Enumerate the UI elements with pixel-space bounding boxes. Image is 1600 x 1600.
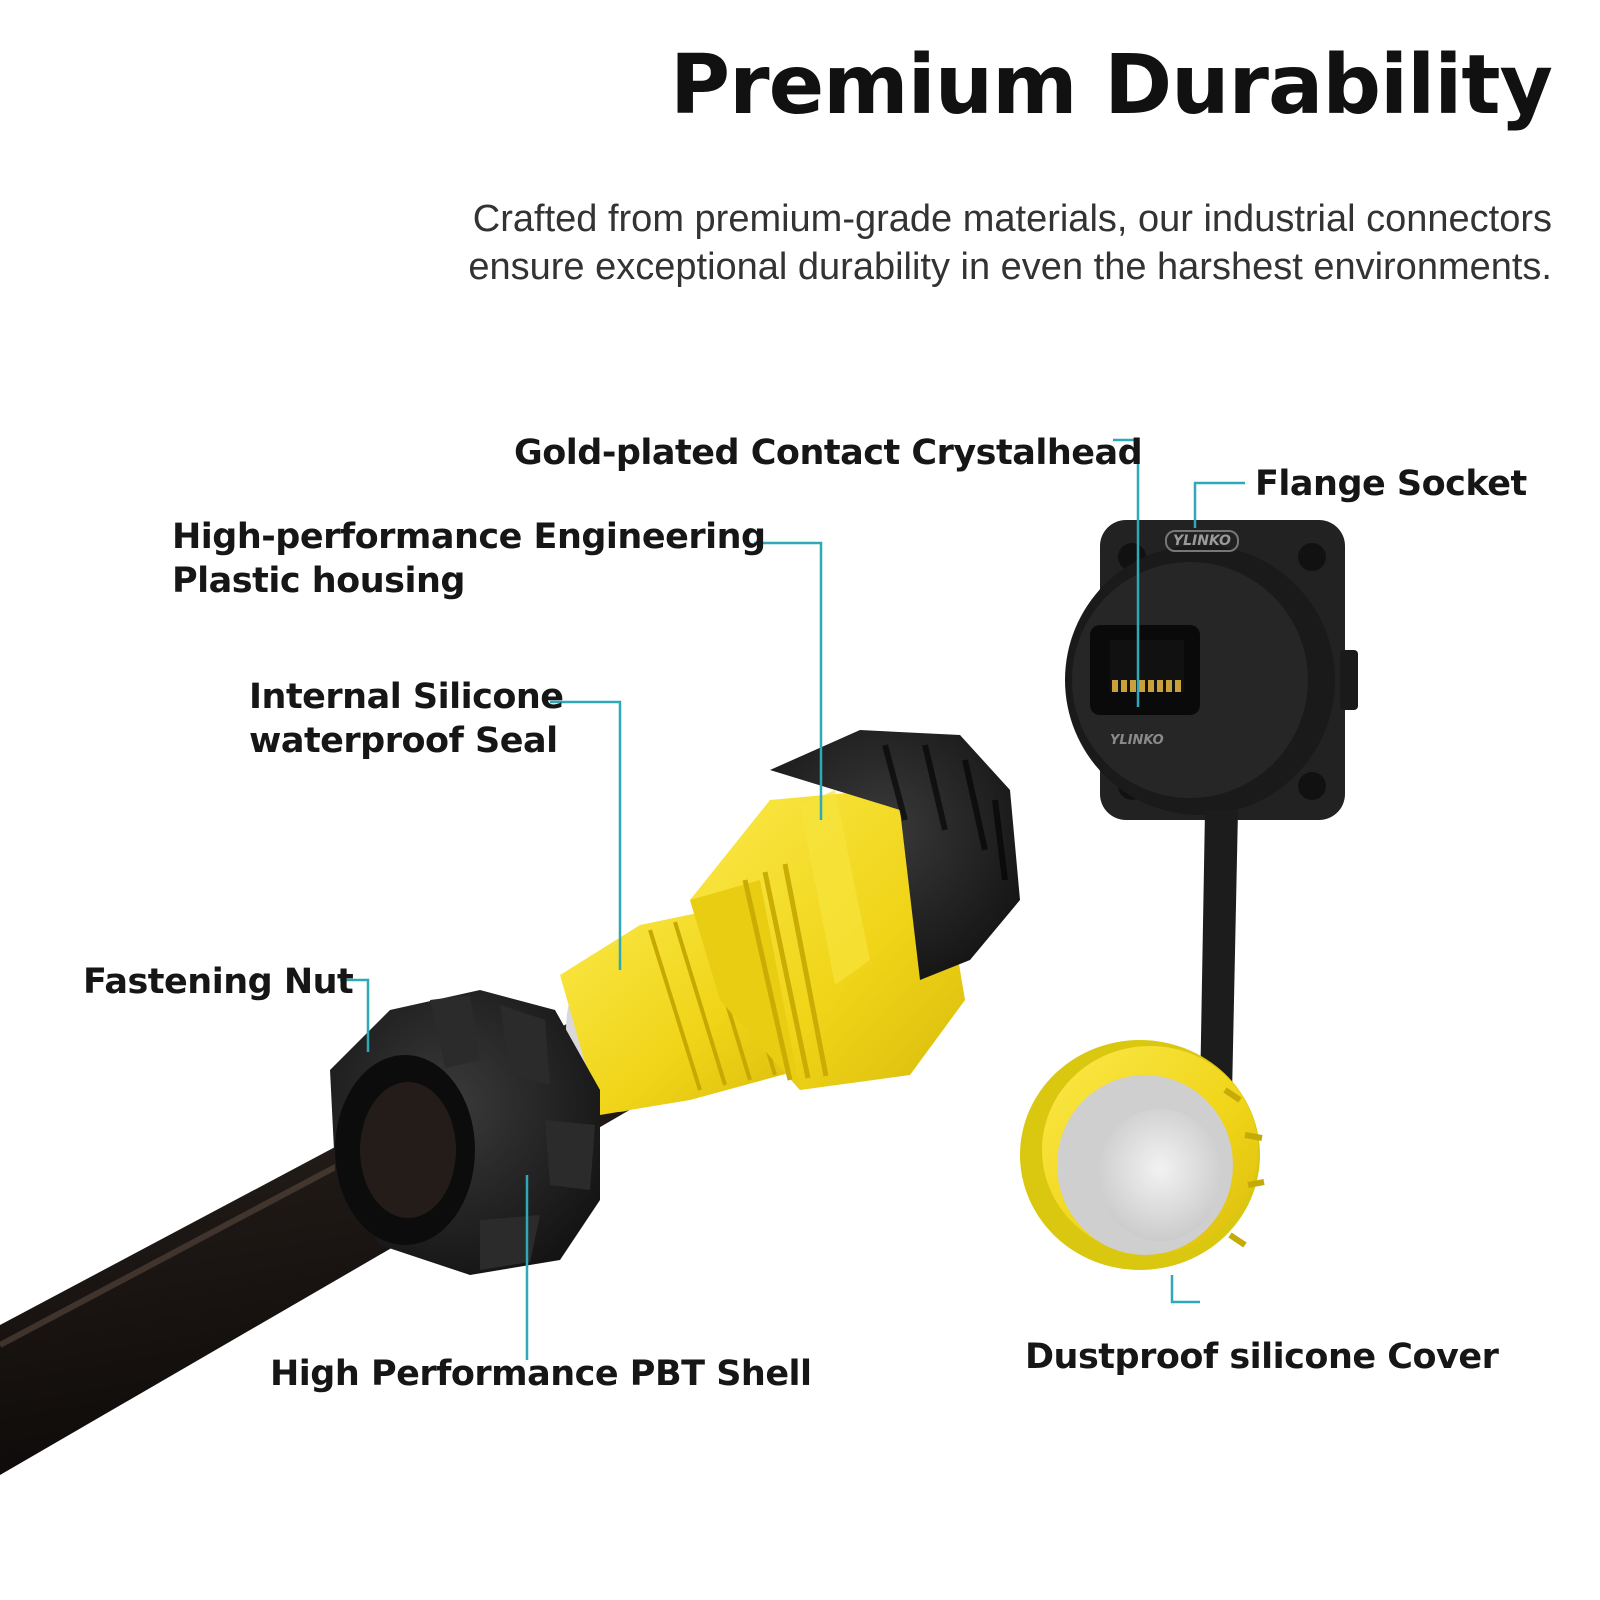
callout-flange-socket: Flange Socket [1255, 464, 1527, 504]
socket-brand-logo-mid: YLINKO [1110, 733, 1164, 748]
leader-seal [550, 700, 622, 970]
dust-cover [1020, 1040, 1265, 1270]
page-subtitle: Crafted from premium-grade materials, ou… [372, 195, 1552, 291]
leader-flange-socket [1193, 481, 1245, 528]
callout-seal-line-1: Internal Silicone [249, 677, 564, 717]
socket-brand-logo-top: YLINKO [1165, 530, 1239, 552]
leader-fastening-nut [340, 978, 370, 1052]
leader-housing [754, 541, 823, 820]
callout-seal-line-2: waterproof Seal [249, 721, 558, 761]
page-title: Premium Durability [670, 38, 1553, 133]
callout-housing-line-2: Plastic housing [172, 561, 465, 601]
fastening-nut [330, 990, 600, 1275]
yellow-housing [690, 790, 965, 1090]
coupling-ring [770, 730, 1020, 980]
callout-fastening-nut: Fastening Nut [83, 962, 354, 1002]
subtitle-line-2: ensure exceptional durability in even th… [468, 246, 1552, 288]
callout-seal: Internal Silicone waterproof Seal [249, 675, 564, 763]
leader-lines [340, 438, 1245, 1360]
leader-gold-contact [1113, 438, 1140, 707]
callout-dust-cover: Dustproof silicone Cover [1025, 1337, 1499, 1377]
subtitle-line-1: Crafted from premium-grade materials, ou… [472, 198, 1552, 240]
callout-housing: High-performance Engineering Plastic hou… [172, 515, 766, 603]
callout-pbt-shell: High Performance PBT Shell [270, 1354, 812, 1394]
callout-gold-contact: Gold-plated Contact Crystalhead [514, 433, 1143, 473]
leader-dust-cover [1170, 1275, 1200, 1304]
flange-socket [1065, 520, 1358, 1095]
callout-housing-line-1: High-performance Engineering [172, 517, 766, 557]
